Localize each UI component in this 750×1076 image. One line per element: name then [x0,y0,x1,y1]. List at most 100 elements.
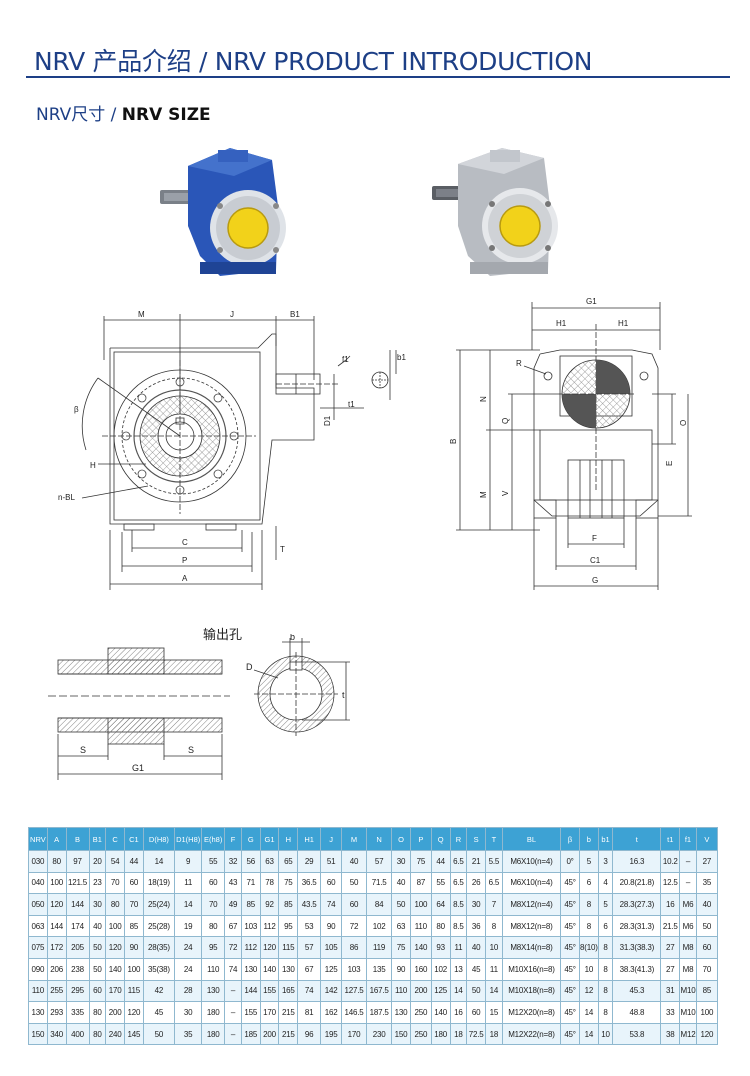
table-cell: 81 [297,1001,322,1024]
table-cell: M10 [679,979,697,1003]
table-cell: 18 [449,1022,468,1046]
table-cell: 14 [578,1001,599,1024]
table-cell: 50 [466,979,487,1003]
label-E: E [665,461,674,466]
table-cell: 27 [660,957,681,981]
table-cell: 45° [560,936,580,959]
table-cell: 6 [578,871,599,895]
table-cell: 30 [88,893,107,916]
table-cell: 16 [660,893,681,916]
table-cell: 92 [259,893,280,916]
table-cell: 100 [46,871,67,895]
table-cell: 105 [320,936,343,959]
table-cell: 215 [278,1022,299,1046]
table-cell: 205 [65,936,90,959]
table-cell: M6 [679,893,697,916]
table-cell: 20.8(21.8) [612,871,662,895]
table-cell: 18(19) [142,871,176,895]
table-cell: 43 [224,871,242,895]
table-cell: 11 [485,957,503,981]
column-header: F [224,827,242,851]
table-cell: M8 [679,936,697,959]
table-cell: 8 [597,957,614,981]
column-header: M [341,827,368,851]
table-cell: M12X22(n=8) [501,1022,562,1046]
label-beta: β [74,405,79,414]
table-cell: 93 [430,936,451,959]
table-cell: 51 [320,850,343,873]
column-header: D(H8) [142,827,176,851]
table-cell: 15 [485,1001,503,1024]
table-cell: 144 [46,914,67,938]
table-cell: 50 [391,893,411,916]
label-A: A [182,574,188,583]
table-cell: – [679,871,697,895]
table-cell: 250 [409,1001,432,1024]
table-cell: 23 [88,871,107,895]
table-cell: 119 [366,936,393,959]
table-cell: 5 [578,850,599,873]
label-P: P [182,556,187,565]
table-cell: 45° [560,1001,580,1024]
table-cell: 142 [320,979,343,1003]
table-cell: 130 [278,957,299,981]
label-V: V [501,490,510,496]
table-cell: 80 [105,893,125,916]
table-cell: 36.5 [297,871,322,895]
table-cell: 9 [174,850,203,873]
table-cell: 33 [660,1001,681,1024]
table-cell: 10 [578,957,599,981]
table-cell: 30 [391,850,411,873]
table-cell: 28.3(27.3) [612,893,662,916]
table-cell: 80 [88,1022,107,1046]
table-cell: M8X14(n=8) [501,936,562,959]
table-cell: 38 [660,1022,681,1046]
table-cell: 200 [259,1022,280,1046]
table-cell: 90 [123,936,144,959]
column-header: E(h8) [201,827,226,851]
table-cell: 14 [485,979,503,1003]
front-view-drawing: M J B1 b1 f1 t1 D1 β H n-BL [58,310,406,590]
table-cell: 102 [366,914,393,938]
label-H: H [90,461,96,470]
table-cell: 5.5 [485,850,503,873]
table-cell: 8 [597,1001,614,1024]
table-cell: 65 [278,850,299,873]
table-cell: 145 [123,1022,144,1046]
column-header: NRV [28,827,48,851]
table-cell: 85 [695,979,719,1003]
table-cell: 50 [142,1022,176,1046]
table-cell: 110 [28,979,48,1003]
table-cell: 45° [560,893,580,916]
table-cell: 8.5 [449,893,468,916]
column-header: β [560,827,580,851]
table-cell: 206 [46,957,67,981]
table-cell: 40 [391,871,411,895]
label-G: G [592,576,598,585]
table-cell: M10X18(n=8) [501,979,562,1003]
table-cell: 35 [174,1022,203,1046]
label-t: t [342,690,345,700]
table-cell: 130 [201,979,226,1003]
table-cell: 030 [28,850,48,873]
table-cell: 120 [259,936,280,959]
table-cell: 115 [123,979,144,1003]
table-cell: 53.8 [612,1022,662,1046]
table-cell: 75 [278,871,299,895]
table-cell: M6X10(n=4) [501,871,562,895]
table-cell: 25(24) [142,893,176,916]
table-cell: 30 [466,893,487,916]
table-cell: 75 [409,850,432,873]
table-cell: 28.3(31.3) [612,914,662,938]
table-cell: 250 [409,1022,432,1046]
table-cell: 30 [174,1001,203,1024]
table-cell: 6.5 [485,871,503,895]
table-cell: 130 [240,957,261,981]
table-cell: 11 [449,936,468,959]
column-header: A [46,827,67,851]
table-cell: 16.3 [612,850,662,873]
table-cell: 90 [391,957,411,981]
